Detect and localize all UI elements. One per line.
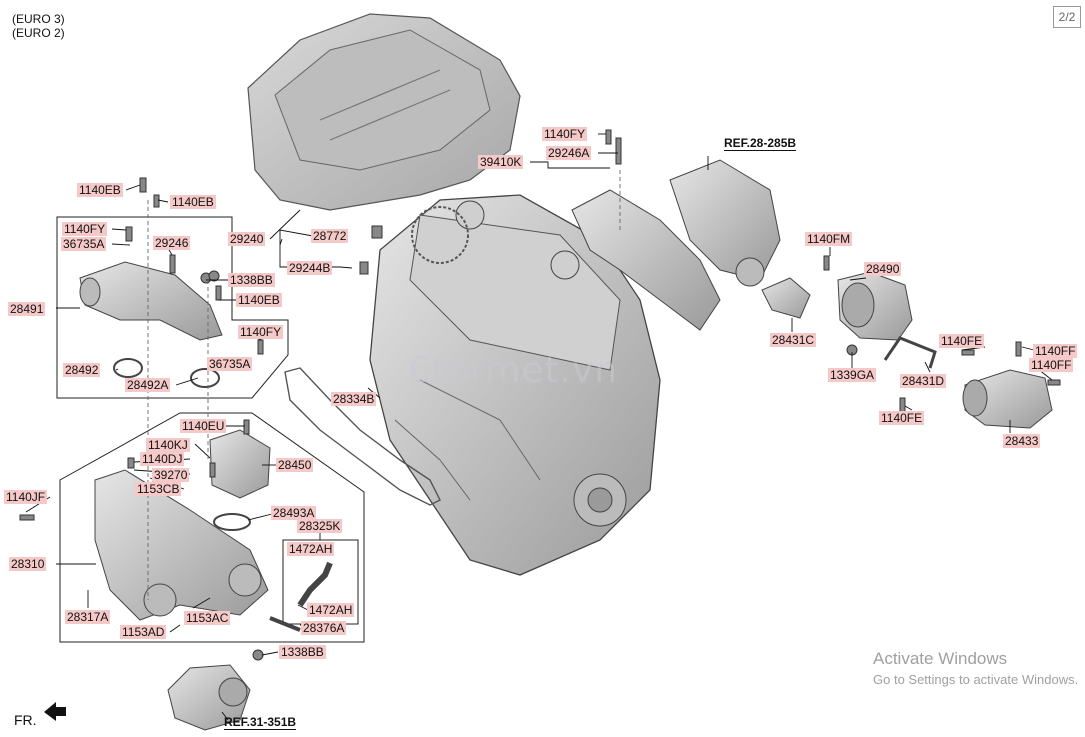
front-orientation-label: FR. xyxy=(14,712,37,728)
part-label-39410k[interactable]: 39410K xyxy=(478,155,524,169)
part-label-28334b[interactable]: 28334B xyxy=(331,392,377,406)
part-label-1153cb[interactable]: 1153CB xyxy=(135,482,182,496)
bracket-28431c xyxy=(761,277,811,319)
part-label-1140fe[interactable]: 1140FE xyxy=(939,334,985,348)
part-label-1153ad[interactable]: 1153AD xyxy=(120,625,167,639)
part-label-1140fm[interactable]: 1140FM xyxy=(805,232,853,246)
part-label-29244b[interactable]: 29244B xyxy=(287,261,333,275)
part-label-29246[interactable]: 29246 xyxy=(153,236,191,250)
header-euro3: (EURO 3) xyxy=(12,12,65,26)
part-label-1472ah[interactable]: 1472AH xyxy=(287,542,335,556)
part-label-1140fy[interactable]: 1140FY xyxy=(542,127,588,141)
part-label-28772[interactable]: 28772 xyxy=(311,229,349,243)
intake-manifold-28310 xyxy=(94,469,269,621)
hose-28325k xyxy=(297,561,333,607)
part-label-29246a[interactable]: 29246A xyxy=(546,146,592,160)
part-label-28492a[interactable]: 28492A xyxy=(125,378,171,392)
gasket-28493a xyxy=(213,513,251,531)
part-label-1140kj[interactable]: 1140KJ xyxy=(146,438,190,452)
part-label-1140jf[interactable]: 1140JF xyxy=(4,490,48,504)
part-label-1140eb[interactable]: 1140EB xyxy=(236,293,282,307)
egr-cooler-28491 xyxy=(79,261,223,341)
part-label-1140eb[interactable]: 1140EB xyxy=(77,183,123,197)
part-label-28450[interactable]: 28450 xyxy=(276,458,314,472)
part-label-1140ff[interactable]: 1140FF xyxy=(1029,358,1074,372)
activation-watermark-text: Go to Settings to activate Windows. xyxy=(873,672,1079,687)
gasket-28492 xyxy=(113,358,143,378)
part-label-28492[interactable]: 28492 xyxy=(63,363,101,377)
part-label-28490[interactable]: 28490 xyxy=(864,262,902,276)
part-label-1140eb[interactable]: 1140EB xyxy=(170,195,216,209)
part-label-28431d[interactable]: 28431D xyxy=(900,374,947,388)
strap-28431d xyxy=(883,336,937,369)
part-label-1140fy[interactable]: 1140FY xyxy=(238,325,284,339)
egr-valve-28450 xyxy=(209,429,271,499)
engine-block xyxy=(369,194,661,576)
throttle-body xyxy=(167,664,251,731)
part-label-28493a[interactable]: 28493A xyxy=(271,506,317,520)
part-label-1140fy[interactable]: 1140FY xyxy=(62,222,108,236)
part-label-28325k[interactable]: 28325K xyxy=(297,519,343,533)
brand-watermark: 6tormet.vn xyxy=(408,350,619,391)
pipe-28376a xyxy=(269,616,301,632)
part-label-1153ac[interactable]: 1153AC xyxy=(184,611,231,625)
turbocharger xyxy=(571,159,781,331)
part-label-1140dj[interactable]: 1140DJ xyxy=(140,452,185,466)
part-label-28376a[interactable]: 28376A xyxy=(301,621,347,635)
group-box-lower xyxy=(59,412,365,643)
front-arrow-icon xyxy=(44,702,66,721)
part-label-1140fe[interactable]: 1140FE xyxy=(879,411,925,425)
part-label-1338bb[interactable]: 1338BB xyxy=(228,273,275,287)
part-label-1472ah[interactable]: 1472AH xyxy=(307,603,355,617)
part-label-28310[interactable]: 28310 xyxy=(9,557,47,571)
gasket-28492a xyxy=(190,368,220,388)
part-label-28433[interactable]: 28433 xyxy=(1003,434,1041,448)
part-label-1338bb[interactable]: 1338BB xyxy=(279,645,326,659)
part-label-29240[interactable]: 29240 xyxy=(228,232,266,246)
catalytic-converter xyxy=(837,271,913,341)
part-label-1140eu[interactable]: 1140EU xyxy=(180,419,227,433)
ref-turbo[interactable]: REF.28-285B xyxy=(724,136,797,151)
part-label-28317a[interactable]: 28317A xyxy=(65,610,111,624)
fasteners xyxy=(19,129,1061,661)
exhaust-gasket xyxy=(284,367,441,506)
part-label-39270[interactable]: 39270 xyxy=(152,468,190,482)
page-indicator[interactable]: 2/2 xyxy=(1053,6,1081,28)
activation-watermark-title: Activate Windows xyxy=(873,649,1008,668)
part-label-36735a[interactable]: 36735A xyxy=(207,357,253,371)
engine-cover xyxy=(247,13,521,211)
downpipe-28433 xyxy=(962,369,1053,429)
part-label-1339ga[interactable]: 1339GA xyxy=(828,368,877,382)
part-label-1140ff[interactable]: 1140FF xyxy=(1033,344,1078,358)
ref-throttle[interactable]: REF.31-351B xyxy=(224,715,297,730)
part-label-36735a[interactable]: 36735A xyxy=(61,237,107,251)
header-euro2: (EURO 2) xyxy=(12,26,65,40)
part-label-28491[interactable]: 28491 xyxy=(8,302,46,316)
part-label-28431c[interactable]: 28431C xyxy=(770,333,817,347)
